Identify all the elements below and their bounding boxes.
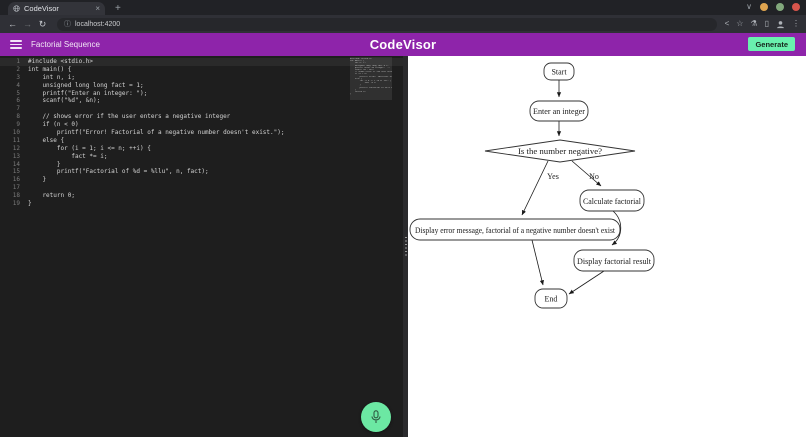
browser-toolbar: ← → ↻ ⓘ localhost:4200 < ☆ ⚗ ▯ ⋮ xyxy=(0,15,806,33)
hamburger-menu-icon[interactable] xyxy=(10,40,22,49)
edge-label-yes: Yes xyxy=(547,172,559,181)
node-error-label: Display error message, factorial of a ne… xyxy=(415,226,616,235)
code-line[interactable]: 4 unsigned long long fact = 1; xyxy=(16,81,144,89)
close-tab-icon[interactable]: × xyxy=(95,3,100,13)
site-info-icon[interactable]: ⓘ xyxy=(64,21,71,28)
browser-tabstrip: CodeVisor × + ∨ xyxy=(0,0,806,15)
flowchart-node-end xyxy=(534,288,568,309)
flowchart-node-decision xyxy=(484,139,636,163)
flowchart-pane: Yes No Start Enter an integer Is the num… xyxy=(408,56,806,437)
node-result-label: Display factorial result xyxy=(577,257,652,266)
code-line[interactable]: 8 // shows error if the user enters a ne… xyxy=(16,113,231,121)
flowchart-node-start xyxy=(543,62,575,81)
tab-title: CodeVisor xyxy=(24,4,59,13)
edge-decision-yes xyxy=(521,160,549,216)
flowchart-node-error xyxy=(409,218,621,241)
new-tab-button[interactable]: + xyxy=(115,3,121,14)
app-header: Factorial Sequence CodeVisor Generate xyxy=(0,33,806,56)
editor-minimap[interactable]: #include <stdio.h>int main() { int n, i;… xyxy=(350,57,392,435)
menu-kebab-icon[interactable]: ⋮ xyxy=(792,19,800,28)
project-name: Factorial Sequence xyxy=(31,40,100,49)
url-text: localhost:4200 xyxy=(75,20,121,28)
window-minimize-dot[interactable] xyxy=(760,3,768,11)
node-calculate-label: Calculate factorial xyxy=(583,197,642,206)
code-line[interactable]: 7 xyxy=(16,105,20,113)
code-line[interactable]: 12 for (i = 1; i <= n; ++i) { xyxy=(12,144,151,152)
extension-flask-icon[interactable]: ⚗ xyxy=(750,19,758,28)
edge-error-end xyxy=(531,239,544,286)
code-line[interactable]: 14 } xyxy=(12,160,61,168)
globe-favicon-icon xyxy=(13,5,20,12)
code-line[interactable]: 15 printf("Factorial of %d = %llu", n, f… xyxy=(12,168,209,176)
reload-icon[interactable]: ↻ xyxy=(38,18,47,29)
browser-tab[interactable]: CodeVisor × xyxy=(8,2,105,15)
bookmark-star-icon[interactable]: ☆ xyxy=(736,19,744,28)
minimap-slider[interactable] xyxy=(350,57,392,100)
microphone-icon xyxy=(371,410,381,423)
code-line[interactable]: 17 xyxy=(12,184,20,192)
window-maximize-dot[interactable] xyxy=(776,3,784,11)
flowchart-node-calculate xyxy=(579,189,645,212)
code-line[interactable]: 16 } xyxy=(12,176,47,184)
edge-label-no: No xyxy=(589,172,599,181)
code-line[interactable]: 6 scanf("%d", &n); xyxy=(16,97,101,105)
code-line[interactable]: 18 return 0; xyxy=(12,192,75,200)
edge-decision-no xyxy=(571,160,602,187)
chevron-down-icon[interactable]: ∨ xyxy=(746,2,752,11)
side-panel-icon[interactable]: ▯ xyxy=(764,19,769,28)
flowchart-svg: Yes No Start Enter an integer Is the num… xyxy=(409,62,655,309)
node-end-label: End xyxy=(545,295,558,304)
pane-resizer[interactable] xyxy=(403,56,408,437)
toolbar-actions: < ☆ ⚗ ▯ ⋮ xyxy=(725,20,800,29)
page-title: CodeVisor xyxy=(369,37,437,52)
flowchart-node-result xyxy=(573,249,655,272)
code-line[interactable]: 19} xyxy=(12,200,32,208)
code-line[interactable]: 9 if (n < 0) xyxy=(16,121,79,129)
node-decision-label: Is the number negative? xyxy=(518,147,602,156)
edge-calc-result xyxy=(611,210,622,246)
code-line[interactable]: 1#include <stdio.h> xyxy=(0,58,403,66)
profile-icon[interactable] xyxy=(776,20,785,29)
forward-icon[interactable]: → xyxy=(23,19,32,29)
flowchart-node-input xyxy=(529,100,589,122)
generate-button[interactable]: Generate xyxy=(748,37,795,51)
share-icon[interactable]: < xyxy=(724,19,730,28)
minimap-content: #include <stdio.h>int main() { int n, i;… xyxy=(350,58,392,96)
back-icon[interactable]: ← xyxy=(8,19,17,29)
edge-result-end xyxy=(568,270,605,295)
voice-input-button[interactable] xyxy=(361,402,391,432)
code-line[interactable]: 13 fact *= i; xyxy=(12,152,108,160)
code-line[interactable]: 11 else { xyxy=(12,136,65,144)
window-close-dot[interactable] xyxy=(792,3,800,11)
window-controls: ∨ xyxy=(746,3,800,11)
node-input-label: Enter an integer xyxy=(533,107,585,116)
address-bar[interactable]: ⓘ localhost:4200 xyxy=(57,17,717,31)
code-line[interactable]: 5 printf("Enter an integer: "); xyxy=(16,89,148,97)
code-line[interactable]: 10 printf("Error! Factorial of a negativ… xyxy=(12,129,285,137)
code-line[interactable]: 3 int n, i; xyxy=(16,73,75,81)
resizer-grip-icon xyxy=(404,237,407,258)
node-start-label: Start xyxy=(551,68,567,77)
